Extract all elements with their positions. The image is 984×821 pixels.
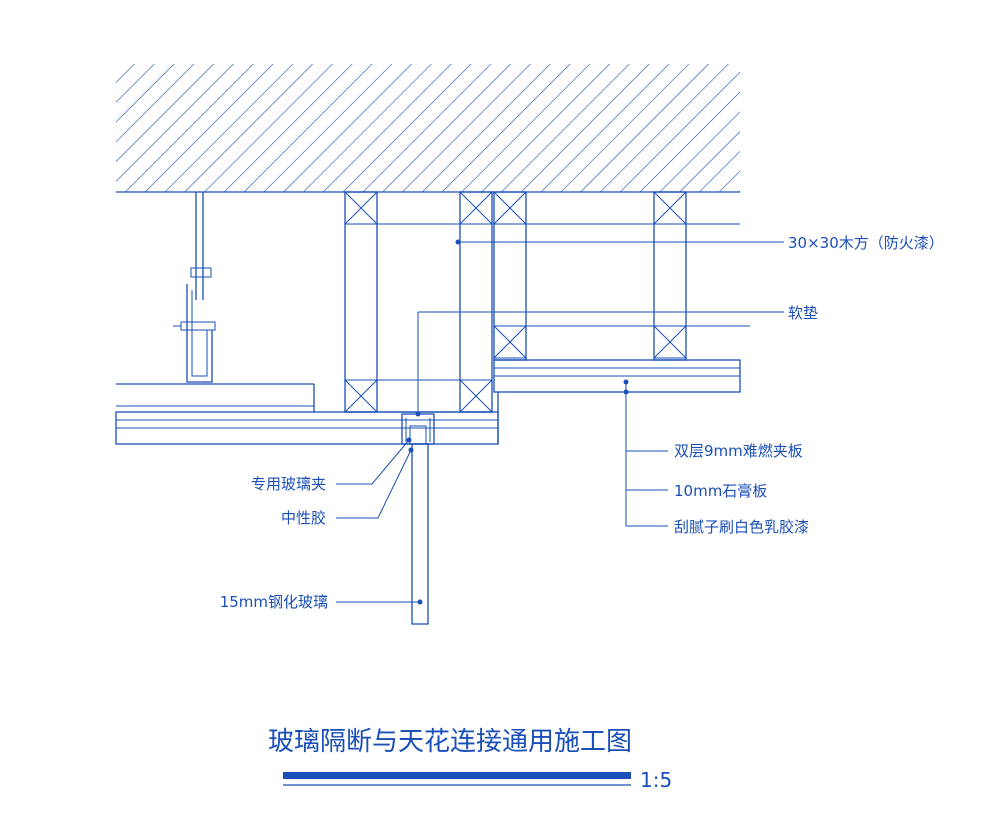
label-clip: 专用玻璃夹: [251, 475, 326, 493]
label-glass: 15mm钢化玻璃: [220, 593, 328, 611]
hanger-bracket: [173, 192, 216, 383]
label-gypsum: 10mm石膏板: [674, 482, 767, 500]
label-soft-pad: 软垫: [788, 304, 818, 322]
ceiling-board-lower: [115, 411, 499, 445]
glass-panel: [411, 443, 429, 625]
ceiling-board-upper: [493, 359, 741, 444]
label-paint: 刮腻子刷白色乳胶漆: [674, 518, 809, 536]
label-glue: 中性胶: [281, 509, 326, 527]
wood-battens: [344, 191, 750, 413]
label-wood: 30×30木方（防火漆）: [788, 234, 944, 252]
leader-lines: [336, 239, 784, 605]
ceiling-runner: [116, 383, 315, 412]
title-underline-thick: [283, 772, 631, 779]
concrete-slab: [116, 64, 740, 193]
drawing-title: 玻璃隔断与天花连接通用施工图: [268, 727, 632, 757]
label-double-board: 双层9mm难燃夹板: [674, 442, 803, 460]
drawing-scale: 1:5: [640, 768, 672, 792]
